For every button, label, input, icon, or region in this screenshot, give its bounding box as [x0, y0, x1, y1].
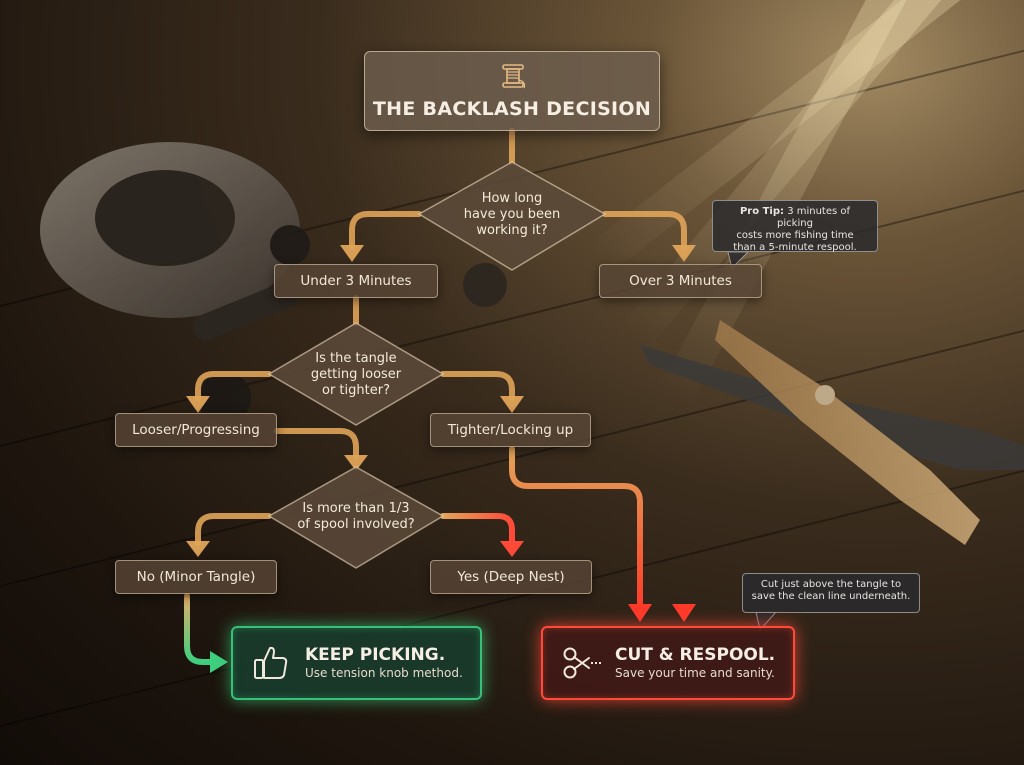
- decision-tangle-label: Is the tangle getting looser or tighter?: [292, 350, 420, 400]
- node-under-3-minutes: Under 3 Minutes: [274, 264, 438, 298]
- pro-tip-text: costs more fishing time: [736, 230, 854, 241]
- cut-tip-callout: Cut just above the tangle to save the cl…: [742, 573, 920, 613]
- cut-respool-title: CUT & RESPOOL.: [615, 645, 776, 665]
- decision-tangle-line: Is the tangle: [315, 351, 397, 366]
- outcome-cut-respool: CUT & RESPOOL. Save your time and sanity…: [541, 626, 795, 700]
- keep-picking-subtitle: Use tension knob method.: [305, 666, 463, 680]
- keep-picking-title: KEEP PICKING.: [305, 645, 446, 665]
- pro-tip-text: 3 minutes of picking: [777, 206, 851, 229]
- node-yes-deep-nest: Yes (Deep Nest): [430, 560, 592, 594]
- reel-decoration: [40, 142, 507, 424]
- pro-tip-callout: Pro Tip: 3 minutes of picking costs more…: [712, 200, 878, 253]
- scissors-icon: [563, 647, 601, 679]
- title-box: THE BACKLASH DECISION: [364, 51, 660, 131]
- thumbs-up-icon: [254, 646, 288, 679]
- node-no-minor-tangle: No (Minor Tangle): [115, 560, 277, 594]
- decision-diamond-spool: [267, 466, 445, 569]
- pro-tip-label: Pro Tip:: [739, 206, 784, 217]
- outcome-keep-picking: KEEP PICKING. Use tension knob method.: [231, 626, 482, 700]
- decision-time-line: working it?: [476, 223, 548, 238]
- node-tighter-locking-up: Tighter/Locking up: [430, 413, 591, 447]
- decision-time-line: How long: [481, 191, 543, 206]
- cut-tip-text: save the clean line underneath.: [751, 591, 911, 602]
- cut-tip-text: Cut just above the tangle to: [760, 579, 902, 590]
- spool-icon: [502, 64, 526, 89]
- decision-spool-line: Is more than 1/3: [302, 501, 410, 516]
- cut-respool-subtitle: Save your time and sanity.: [615, 666, 775, 680]
- pro-tip-text: than a 5-minute respool.: [733, 242, 857, 253]
- pliers-decoration: [640, 320, 1024, 545]
- decision-tangle-line: or tighter?: [322, 383, 390, 398]
- decision-spool-line: of spool involved?: [297, 517, 415, 532]
- decision-time-line: have you been: [463, 207, 561, 222]
- decision-diamond-tangle: [267, 322, 445, 426]
- decision-spool-label: Is more than 1/3 of spool involved?: [288, 500, 424, 534]
- decision-tangle-line: getting looser: [310, 367, 402, 382]
- node-looser-progressing: Looser/Progressing: [115, 413, 277, 447]
- decision-diamond-time: [417, 161, 607, 271]
- node-over-3-minutes: Over 3 Minutes: [599, 264, 762, 298]
- page-title: THE BACKLASH DECISION: [372, 98, 652, 120]
- decision-time-label: How long have you been working it?: [444, 190, 580, 240]
